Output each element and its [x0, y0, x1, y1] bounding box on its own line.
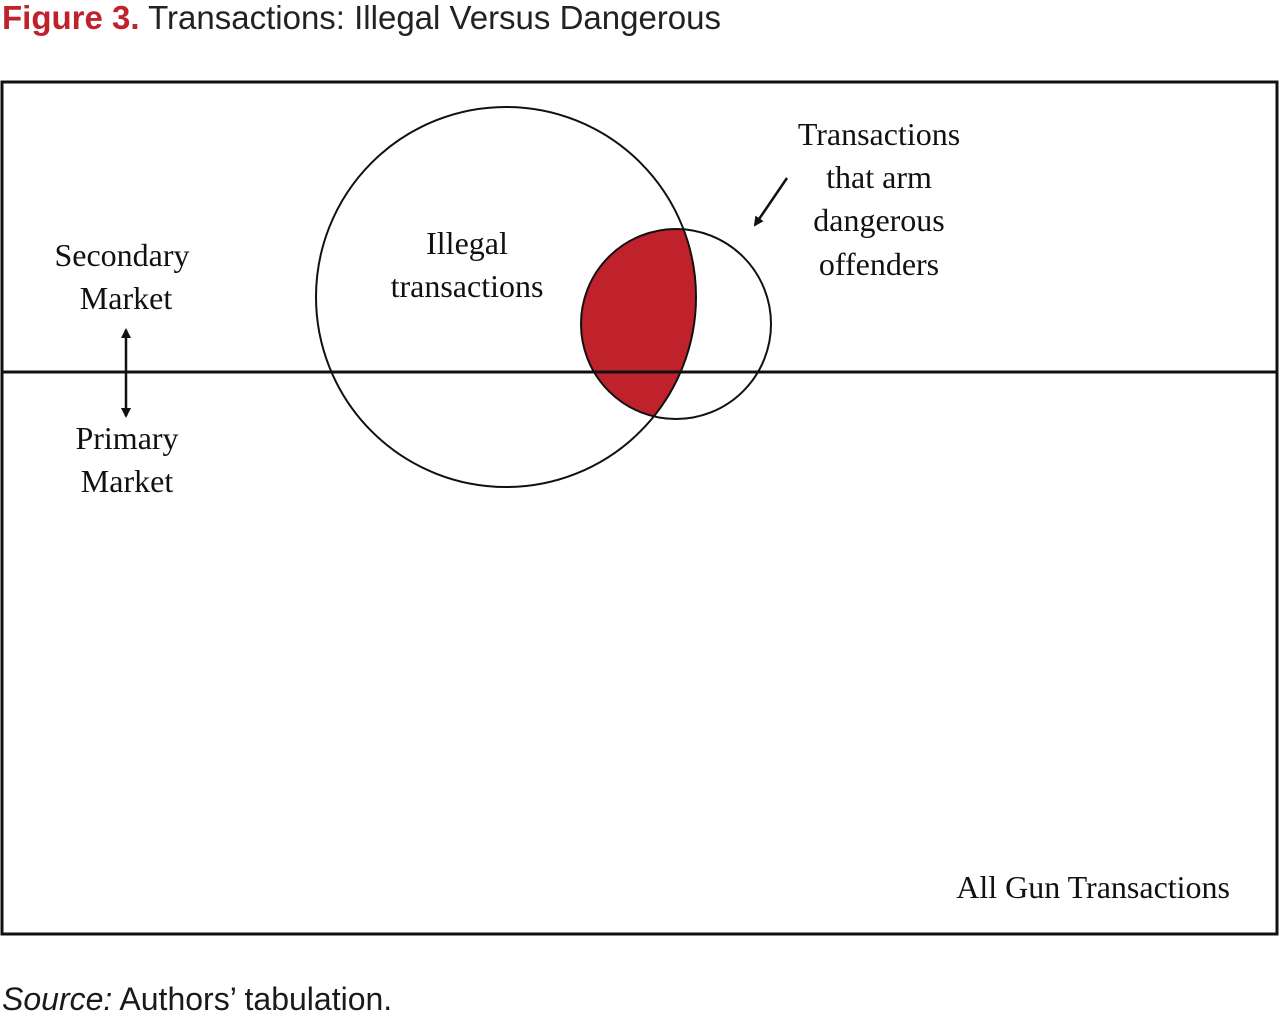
- primary-market-label-line2: Market: [81, 463, 174, 499]
- figure-label: Figure 3.: [2, 0, 140, 36]
- all-transactions-box: [0, 80, 1279, 936]
- secondary-market-label-line2: Market: [80, 280, 173, 316]
- dangerous-label-line3: dangerous: [813, 202, 945, 238]
- dangerous-label-line2: that arm: [826, 159, 932, 195]
- dangerous-pointer-arrow: [753, 177, 789, 227]
- primary-market-label-line1: Primary: [75, 420, 178, 456]
- source-text: Authors’ tabulation.: [112, 981, 393, 1017]
- illegal-label-line2: transactions: [391, 268, 544, 304]
- dangerous-label-line1: Transactions: [798, 116, 960, 152]
- secondary-market-label-line1: Secondary: [54, 237, 189, 273]
- dangerous-label-line4: offenders: [819, 246, 939, 282]
- source-note: Source: Authors’ tabulation.: [2, 978, 392, 1020]
- illegal-transactions-circle: [315, 106, 697, 488]
- all-transactions-label: All Gun Transactions: [956, 869, 1230, 905]
- dangerous-offenders-circle: [580, 228, 772, 420]
- figure-title-text: Transactions: Illegal Versus Dangerous: [148, 0, 722, 36]
- figure-title: Figure 3. Transactions: Illegal Versus D…: [2, 0, 721, 36]
- illegal-label-line1: Illegal: [426, 225, 508, 261]
- source-label: Source:: [2, 981, 113, 1017]
